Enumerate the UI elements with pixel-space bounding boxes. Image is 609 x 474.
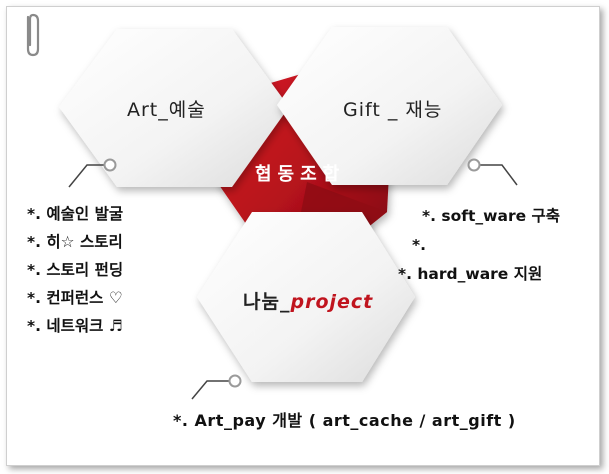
list-item: *. soft_ware 구축	[422, 207, 561, 225]
hexagon-gift	[277, 27, 502, 185]
connector-dot-icon	[228, 374, 242, 388]
hexagon-sharing-emphasis: project	[290, 291, 374, 313]
connector-dot-icon	[467, 158, 481, 172]
bottom-description: *. Art_pay 개발 ( art_cache / art_gift )	[173, 411, 516, 430]
list-item: *. 히☆ 스토리	[27, 233, 123, 251]
list-item: *. 컨퍼런스 ♡	[27, 289, 123, 307]
connector-right	[467, 158, 518, 186]
list-item: *. hard_ware 지원	[398, 265, 543, 283]
hexagon-art	[59, 29, 289, 187]
list-item: *.	[412, 236, 426, 254]
left-feature-list: *. 예술인 발굴 *. 히☆ 스토리 *. 스토리 펀딩 *. 컨퍼런스 ♡ …	[27, 200, 123, 340]
hexagon-art-label: Art_예술	[127, 99, 206, 121]
hexagon-sharing	[197, 212, 415, 382]
center-label: 협동조합	[255, 164, 346, 185]
hexagon-sharing-label: 나눔_project	[243, 287, 373, 314]
hexagon-diagram	[59, 27, 518, 400]
right-feature-list: *. soft_ware 구축 *. *. hard_ware 지원	[398, 202, 561, 289]
diagram-frame: Art_예술 Gift _ 재능 협동조합 나눔_project *. 예술인 …	[6, 6, 600, 466]
paperclip-icon	[26, 13, 40, 57]
connector-left	[68, 158, 117, 188]
connector-dot-icon	[103, 158, 117, 172]
hexagon-sharing-prefix: 나눔_	[243, 291, 291, 313]
hexagon-gift-label: Gift _ 재능	[343, 99, 443, 121]
list-item: *. 네트워크 ♬	[27, 317, 123, 335]
list-item: *. 스토리 펀딩	[27, 261, 124, 279]
list-item: *. 예술인 발굴	[27, 205, 124, 223]
connector-bottom	[191, 374, 242, 400]
